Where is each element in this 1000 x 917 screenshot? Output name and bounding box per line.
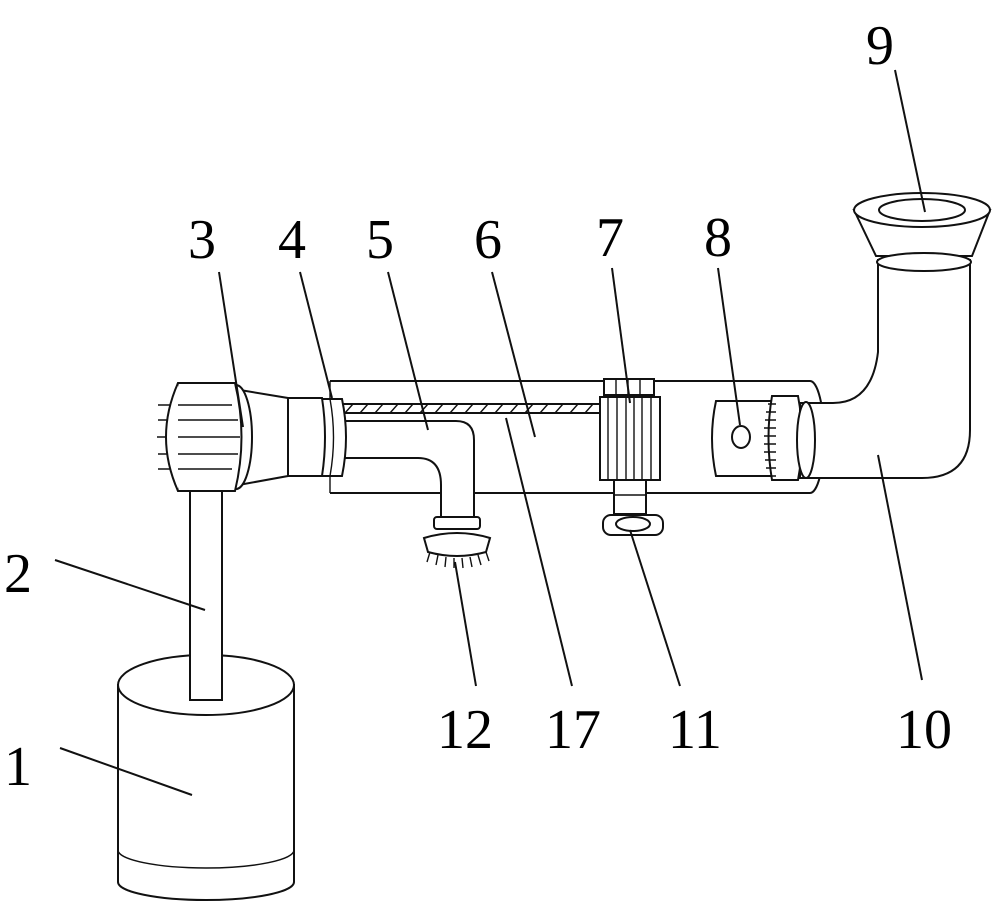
label-9: 9 <box>866 15 894 77</box>
label-10: 10 <box>896 699 952 761</box>
label-8: 8 <box>704 207 732 269</box>
label-4: 4 <box>278 209 306 271</box>
label-11: 11 <box>668 699 722 761</box>
label-2: 2 <box>4 543 32 605</box>
label-5: 5 <box>366 209 394 271</box>
slider-block <box>711 400 779 477</box>
label-17: 17 <box>545 699 601 761</box>
spray-nozzle <box>422 516 492 569</box>
bent-pipe <box>796 259 971 479</box>
funnel <box>852 192 992 272</box>
support-rod <box>189 481 223 701</box>
hatched-rail <box>337 403 605 414</box>
label-3: 3 <box>188 209 216 271</box>
label-12: 12 <box>437 699 493 761</box>
gear <box>599 378 661 515</box>
part-labels: 1 2 3 4 5 6 7 8 9 12 17 11 10 <box>4 15 952 798</box>
knurled-cap <box>157 382 243 492</box>
label-1: 1 <box>4 736 32 798</box>
knob <box>602 514 664 536</box>
label-6: 6 <box>474 209 502 271</box>
label-7: 7 <box>596 207 624 269</box>
leader-lines <box>54 69 926 796</box>
